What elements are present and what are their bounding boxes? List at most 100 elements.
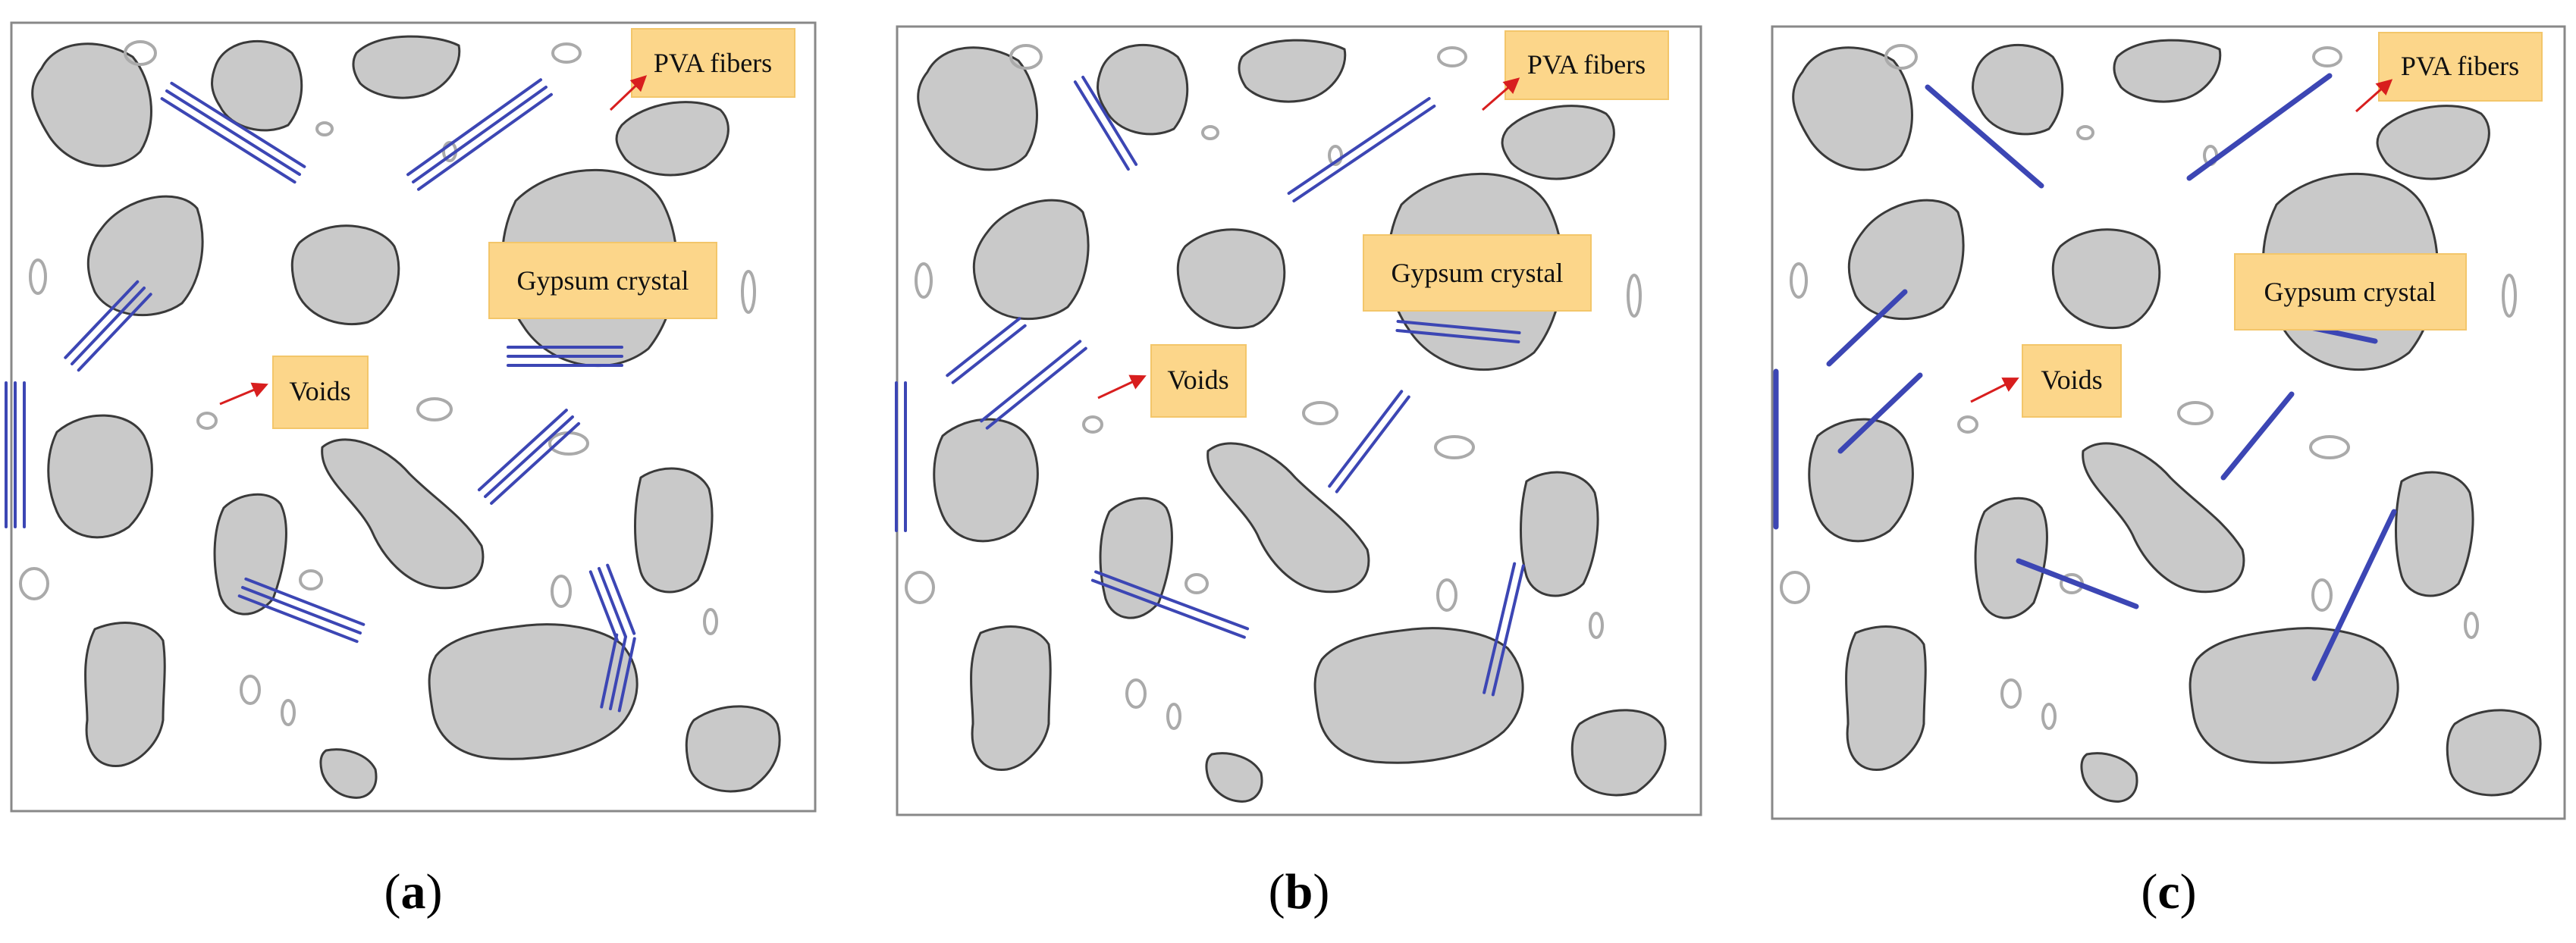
gypsum-crystal-shape: [1205, 752, 1263, 803]
pva-fiber: [160, 97, 297, 184]
pva-fiber: [477, 409, 568, 492]
label-gypsum-crystal: Gypsum crystal: [1363, 234, 1592, 312]
gypsum-crystal-shape: [2113, 39, 2222, 103]
pva-fiber: [241, 586, 362, 634]
svg-text:(a): (a): [384, 864, 443, 920]
void-ellipse: [551, 42, 582, 64]
void-ellipse: [1328, 145, 1343, 166]
pva-fibers-group: [1773, 73, 2397, 681]
pva-fiber: [1491, 564, 1525, 697]
pva-fiber: [2016, 558, 2139, 609]
gypsum-crystal-shape: [1808, 418, 1914, 543]
void-ellipse: [19, 567, 49, 600]
gypsum-crystal-shape: [1570, 709, 1667, 797]
fibers-arrow: [2355, 79, 2393, 113]
caption-a: (a): [384, 864, 443, 920]
pva-fiber: [412, 86, 548, 183]
gypsum-crystal-shape: [2082, 442, 2245, 594]
gypsum-crystal-shape: [47, 414, 153, 539]
void-ellipse: [1627, 274, 1642, 318]
pva-fiber: [1837, 372, 1923, 454]
label-gypsum-crystal: Gypsum crystal: [488, 242, 717, 319]
gypsum-crystal-shape: [321, 438, 485, 590]
void-ellipse: [1434, 435, 1475, 459]
void-ellipse: [315, 121, 334, 136]
gypsum-crystal-shape: [2080, 752, 2138, 803]
void-ellipse: [551, 575, 572, 608]
label-pva-fibers: PVA fibers: [2378, 32, 2543, 102]
pva-fiber: [951, 324, 1027, 384]
voids-arrow: [1097, 374, 1147, 399]
gypsum-crystal-shape: [1099, 497, 1173, 619]
pva-fiber: [606, 563, 636, 635]
gypsum-crystals: [1792, 39, 2542, 803]
caption-b-letter: b: [1285, 864, 1313, 920]
pva-fiber: [980, 340, 1082, 423]
label-voids-text: Voids: [1167, 365, 1228, 395]
pva-fiber: [1335, 395, 1410, 493]
svg-text:(b): (b): [1269, 864, 1330, 920]
void-ellipse: [240, 675, 261, 705]
pva-fiber: [165, 89, 301, 176]
gypsum-crystal-shape: [1520, 471, 1599, 597]
pva-fiber: [416, 92, 553, 191]
fibers-arrow: [609, 75, 648, 111]
gypsum-crystal-shape: [1238, 39, 1347, 103]
gypsum-crystal-shape: [1972, 43, 2064, 136]
pva-fiber: [985, 346, 1087, 430]
voids-arrow: [1970, 378, 2019, 403]
void-ellipse: [1082, 415, 1103, 434]
void-ellipse: [281, 699, 296, 726]
gypsum-crystal-shape: [615, 101, 730, 177]
pva-fiber: [1292, 104, 1436, 202]
pva-fiber: [1090, 578, 1246, 639]
label-gypsum-crystal: Gypsum crystal: [2234, 253, 2467, 331]
gypsum-crystal-shape: [2051, 228, 2161, 330]
void-ellipse: [1125, 678, 1147, 709]
gypsum-crystal-shape: [1313, 627, 1524, 764]
pva-fiber: [1287, 97, 1431, 196]
pva-fiber: [2186, 73, 2333, 181]
gypsum-crystal-shape: [1845, 625, 1927, 772]
gypsum-crystal-shape: [1176, 228, 1286, 330]
pva-fiber: [1094, 570, 1250, 631]
gypsum-crystal-shape: [933, 418, 1039, 543]
panel-b: PVA fibers Gypsum crystal Voids: [895, 25, 1702, 816]
voids-group: [19, 40, 756, 726]
pva-fiber: [1073, 80, 1130, 171]
pva-fiber: [1396, 320, 1521, 335]
gypsum-crystal-shape: [970, 625, 1052, 772]
caption-c-letter: c: [2157, 864, 2179, 920]
void-ellipse: [2502, 274, 2517, 318]
pva-fiber: [1395, 328, 1520, 343]
label-voids: Voids: [1150, 344, 1247, 418]
pva-fiber: [64, 280, 140, 359]
pva-fiber: [490, 421, 581, 505]
pva-fibers-group: [895, 75, 1525, 697]
void-ellipse: [2177, 401, 2214, 425]
label-gypsum-crystal-text: Gypsum crystal: [2264, 277, 2436, 307]
label-pva-fibers: PVA fibers: [631, 28, 795, 98]
label-voids-text: Voids: [2041, 365, 2102, 395]
gypsum-crystal-shape: [634, 467, 714, 594]
gypsum-crystals: [31, 35, 781, 799]
void-ellipse: [741, 270, 756, 314]
label-pva-fibers: PVA fibers: [1504, 30, 1669, 100]
panel-a: PVA fibers Gypsum crystal Voids: [5, 21, 817, 813]
void-ellipse: [299, 569, 323, 591]
label-voids: Voids: [272, 356, 369, 429]
gypsum-crystal-shape: [352, 35, 461, 99]
label-gypsum-crystal-text: Gypsum crystal: [517, 265, 689, 296]
fibers-arrow: [1482, 77, 1520, 111]
pva-fiber: [237, 594, 359, 644]
pva-fiber: [1081, 75, 1138, 166]
caption-b: (b): [1269, 864, 1330, 920]
gypsum-crystal-shape: [428, 623, 639, 760]
pva-fiber: [598, 567, 627, 638]
gypsum-crystal-shape: [2376, 105, 2490, 180]
gypsum-crystal-shape: [1097, 43, 1189, 136]
voids-group: [905, 44, 1642, 730]
void-ellipse: [1957, 415, 1978, 434]
gypsum-crystal-shape: [685, 705, 781, 793]
pva-fiber: [1925, 84, 2044, 189]
